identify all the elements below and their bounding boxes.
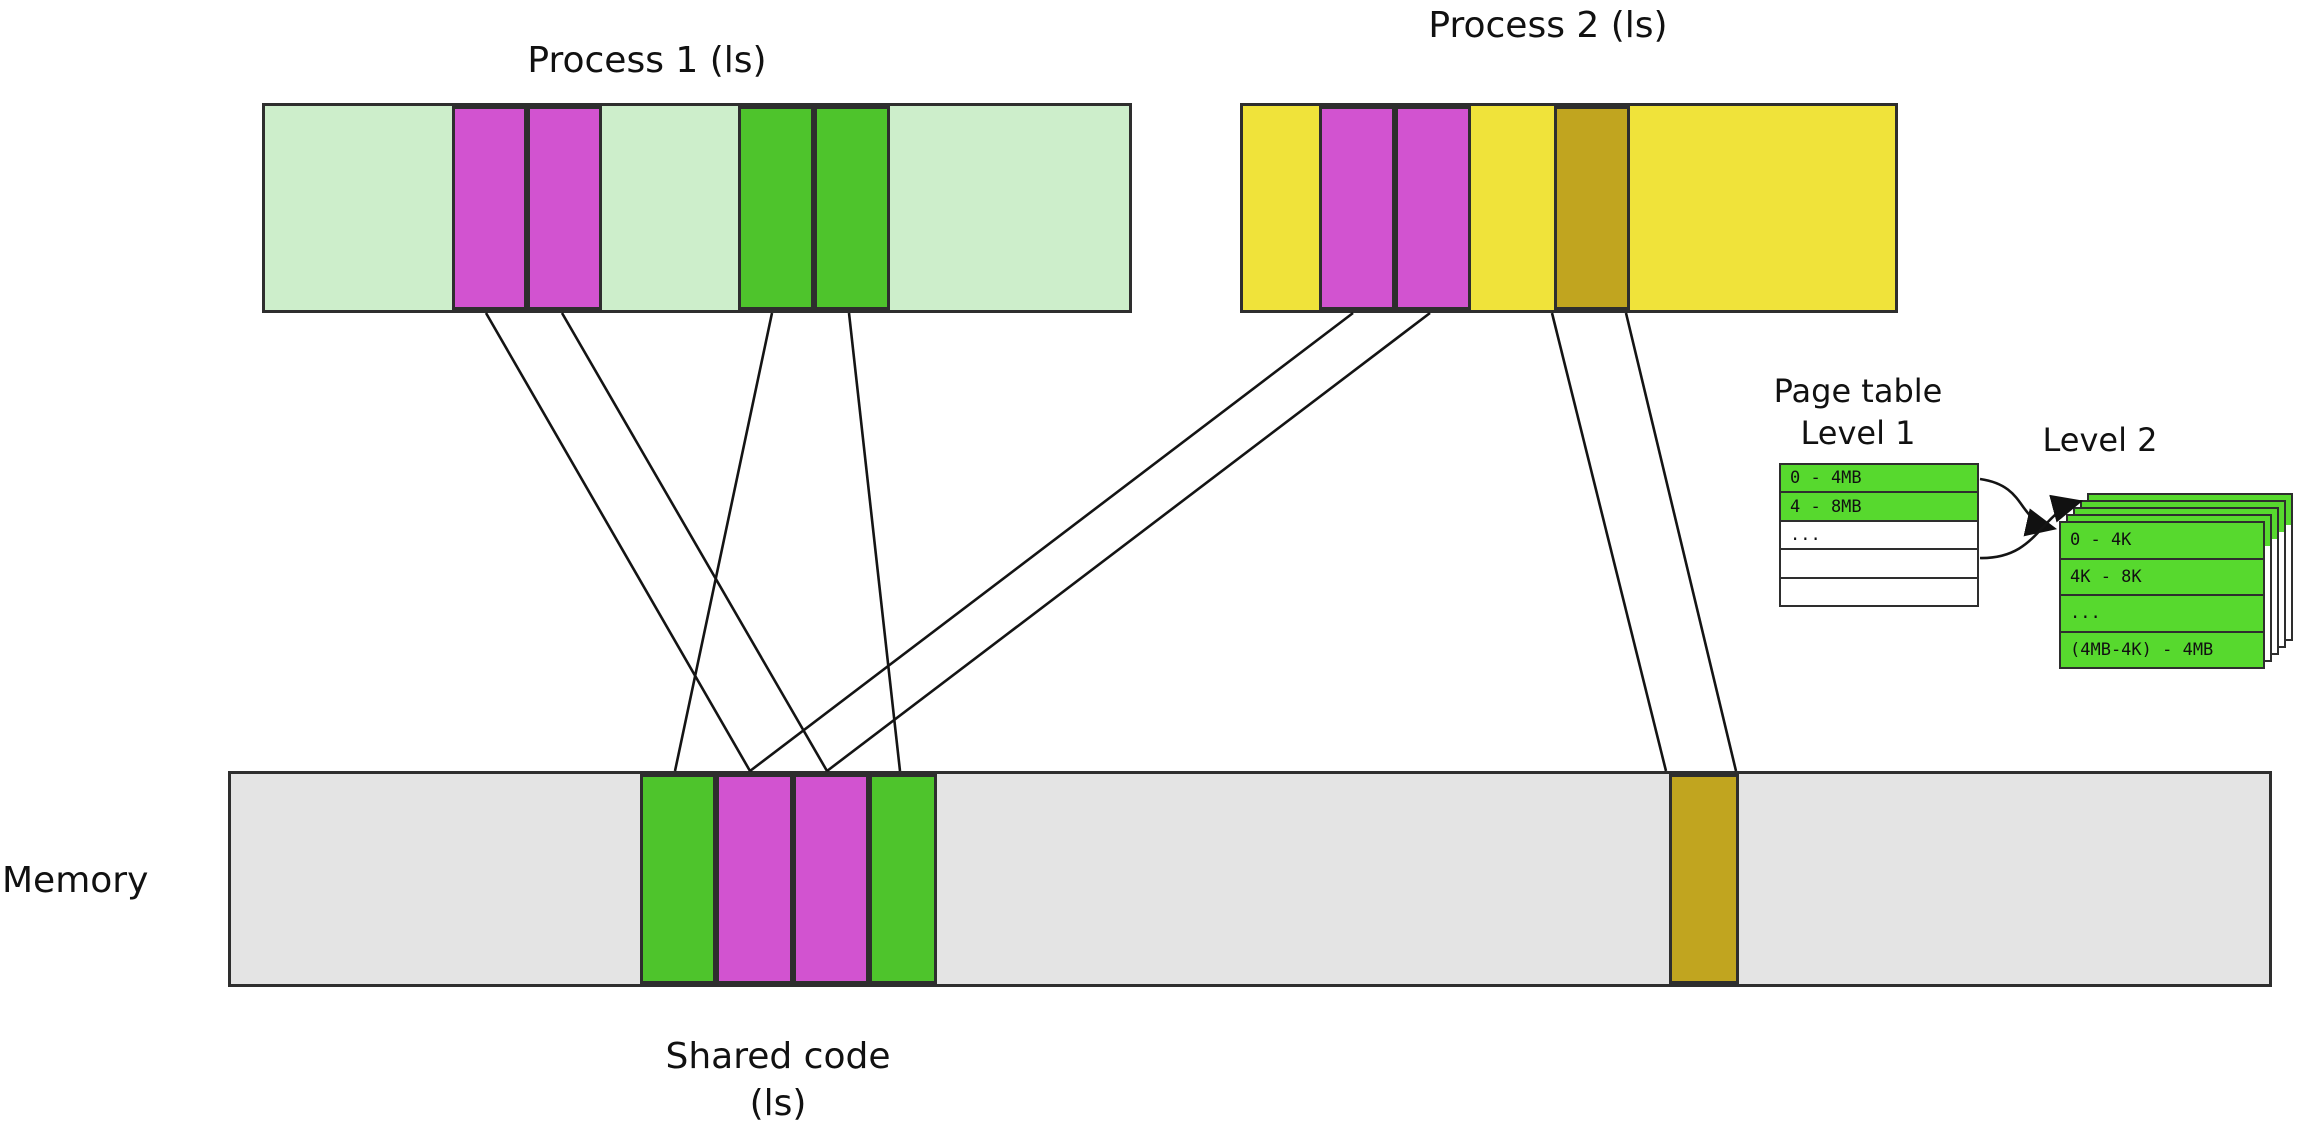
memory-green-segment-2 [869,774,937,984]
memory-label: Memory [2,860,149,901]
level1-row: 0 - 4MB [1781,465,1977,494]
map-line-p1-magenta1 [484,312,752,772]
map-line-p1-green1 [673,312,774,772]
process2-magenta-segment-1 [1319,106,1395,310]
process2-magenta-segment-2 [1395,106,1471,310]
level1-row: 4 - 8MB [1781,493,1977,522]
process2-title: Process 2 (ls) [1428,5,1668,46]
map-line-p2-magenta2 [826,311,1431,773]
process1-green-segment-2 [814,106,890,310]
level2-row: 4K - 8K [2061,559,2263,596]
memory-magenta-segment-1 [716,774,793,984]
shared-code-line1: Shared code [665,1036,891,1077]
level1-row [1781,578,1977,606]
level2-title: Level 2 [2042,421,2158,459]
level2-row: 0 - 4K [2061,523,2263,560]
map-line-p1-green2 [847,312,902,772]
memory-green-segment-1 [640,774,716,984]
level2-row: (4MB-4K) - 4MB [2061,632,2263,667]
map-line-p2-olive-left [1550,312,1668,772]
memory-bar [228,771,2272,987]
level1-row [1781,550,1977,579]
page-table-title-line1: Page table [1773,372,1943,410]
process1-magenta-segment-1 [452,106,527,310]
page-table-title: Page table Level 1 [1718,371,1998,454]
level2-row: ... [2061,596,2263,633]
process2-address-space [1240,103,1898,313]
memory-olive-segment [1669,774,1739,984]
shared-code-label: Shared code (ls) [598,1034,958,1128]
map-line-p1-magenta2 [560,312,829,772]
page-table-title-line2: Level 1 [1800,413,1916,452]
memory-magenta-segment-2 [793,774,869,984]
level1-row: ... [1781,521,1977,551]
process1-address-space [262,103,1132,313]
process1-title: Process 1 (ls) [527,40,767,81]
process1-green-segment-1 [738,106,814,310]
process2-olive-segment [1554,106,1630,310]
shared-code-line2: (ls) [749,1082,807,1124]
map-line-p2-magenta1 [749,311,1354,773]
process1-magenta-segment-2 [527,106,602,310]
page-table-arrow-1 [1979,477,2058,537]
